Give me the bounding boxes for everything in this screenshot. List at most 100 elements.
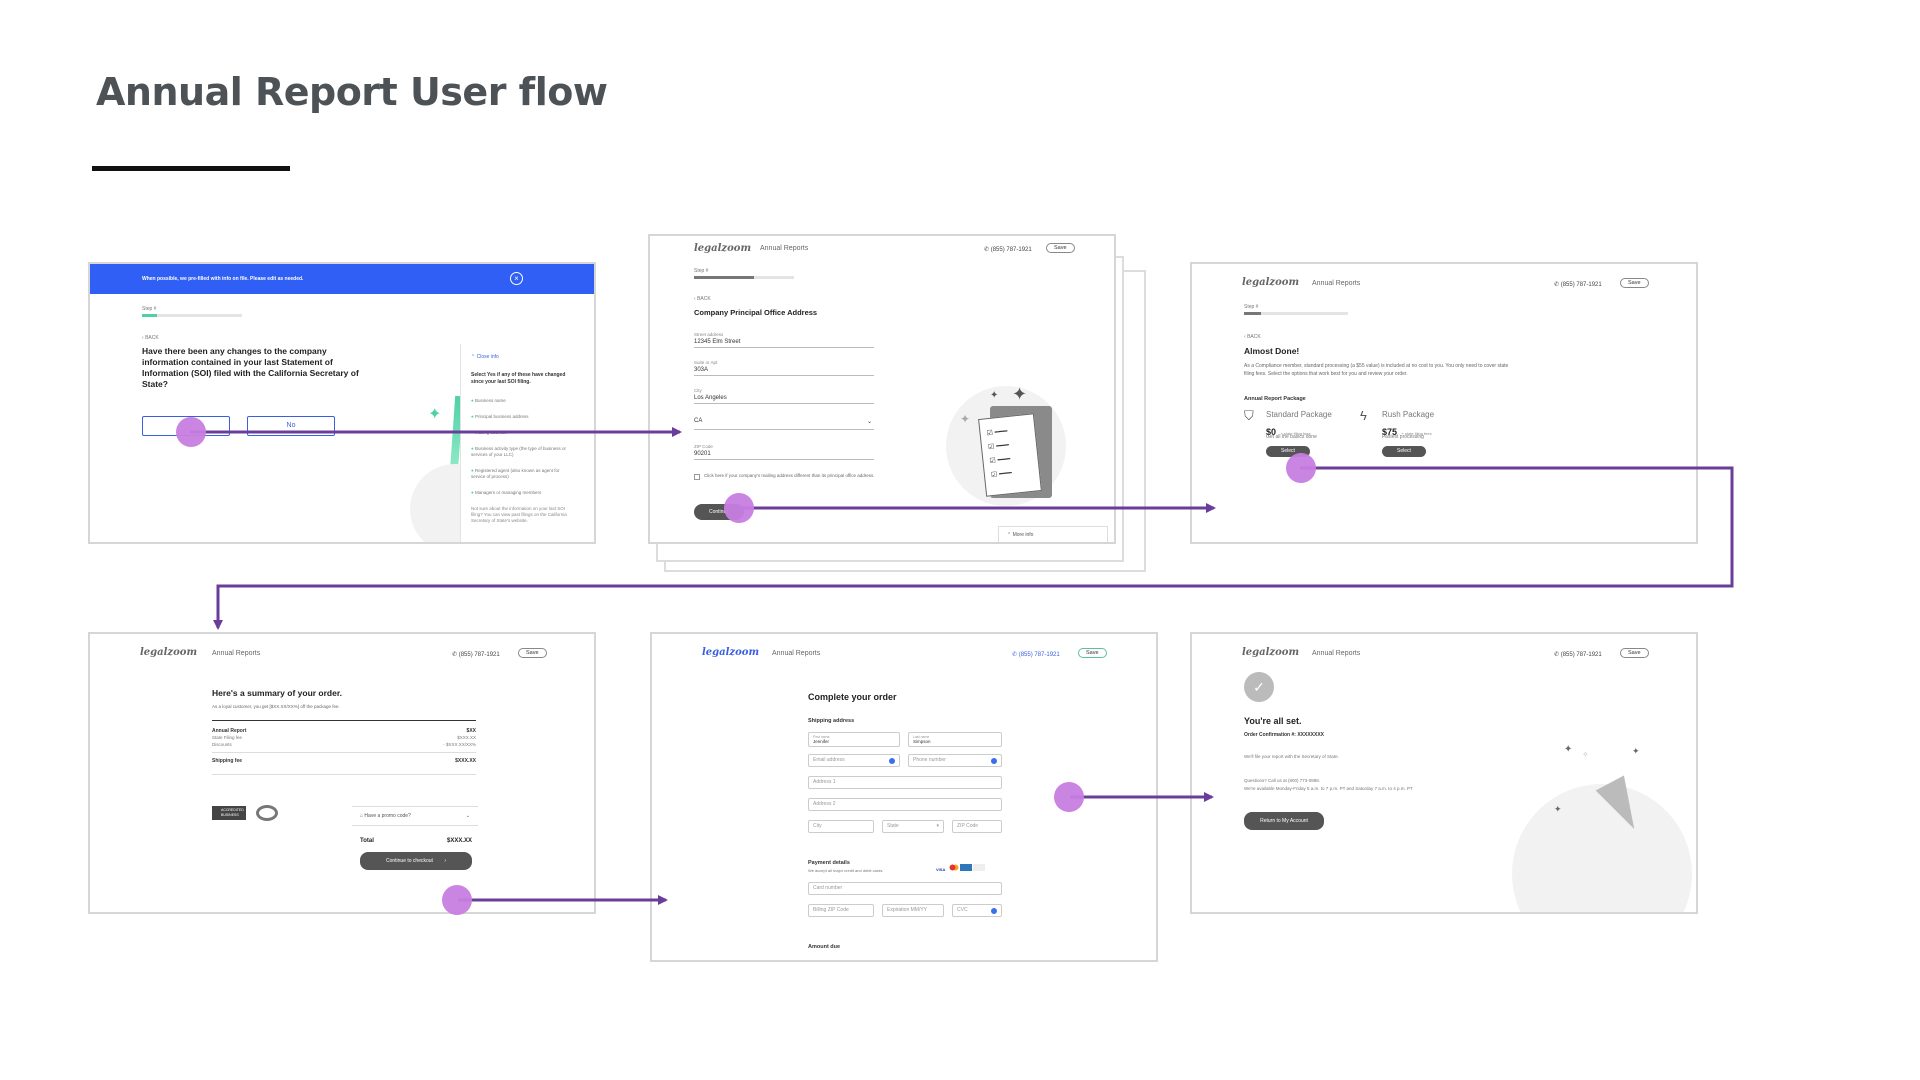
phone-icon: ✆ xyxy=(1012,652,1018,658)
screen-body: As a Compliance member, standard process… xyxy=(1244,363,1509,377)
info-icon[interactable] xyxy=(991,908,997,914)
phone-icon: ✆ xyxy=(452,652,458,658)
step-label: Step # xyxy=(142,306,157,312)
save-button[interactable]: Save xyxy=(1620,648,1649,658)
hotspot-submit-order[interactable] xyxy=(1054,782,1084,812)
phone-number[interactable]: ✆ (855) 787-1921 xyxy=(1554,282,1602,288)
no-button[interactable]: No xyxy=(247,416,335,436)
phone-number[interactable]: ✆ (855) 787-1921 xyxy=(984,247,1032,253)
panel-item: ● Registered agent (also known as agent … xyxy=(471,468,560,479)
page-title: Annual Report User flow xyxy=(96,70,608,114)
back-link[interactable]: ‹ BACK xyxy=(694,296,711,302)
standard-price: $0 xyxy=(1266,427,1277,437)
card-number-input[interactable]: Card number xyxy=(808,882,1002,895)
standard-select-button[interactable]: Select xyxy=(1266,446,1310,457)
panel-item: ● Principal business address xyxy=(471,414,529,419)
amount-due-label: Amount due xyxy=(808,944,841,950)
filing-note: We'll file your report with the Secretar… xyxy=(1244,754,1339,759)
hotspot-checkout-button[interactable] xyxy=(442,885,472,915)
summary-row: Shipping fee$XXX.XX xyxy=(212,758,476,764)
rush-fee-note: + state filing fees xyxy=(1401,431,1432,436)
save-button[interactable]: Save xyxy=(1078,648,1107,658)
confetti-icon: ✧ xyxy=(1582,750,1589,759)
rush-price: $75 xyxy=(1382,427,1398,437)
phone-number[interactable]: ✆ (855) 787-1921 xyxy=(452,652,500,658)
zip-input[interactable]: ZIP Code xyxy=(952,820,1002,833)
hotspot-select-standard[interactable] xyxy=(1286,453,1316,483)
legalzoom-logo: legalzoom xyxy=(1242,277,1300,288)
screen-office-address: legalzoom Annual Reports ✆ (855) 787-192… xyxy=(648,234,1116,544)
hotspot-yes-button[interactable] xyxy=(176,417,206,447)
state-select[interactable]: CA⌄ xyxy=(694,414,874,430)
product-name: Annual Reports xyxy=(772,650,821,657)
chevron-down-icon: ⌄ xyxy=(465,813,470,819)
continue-to-checkout-button[interactable]: Continue to checkout › xyxy=(360,852,472,870)
confetti-icon: ✦ xyxy=(1554,804,1562,814)
back-link[interactable]: ‹ BACK xyxy=(142,335,159,341)
legalzoom-logo: legalzoom xyxy=(1242,647,1300,658)
sparkle-icon: ✦ xyxy=(960,412,971,426)
save-button[interactable]: Save xyxy=(1046,243,1075,253)
back-link[interactable]: ‹ BACK xyxy=(1244,334,1261,340)
panel-intro: Select Yes if any of these have changed … xyxy=(471,372,566,385)
chevron-down-icon: ⌄ xyxy=(866,419,872,425)
info-icon[interactable] xyxy=(991,758,997,764)
title-underline xyxy=(92,166,290,171)
phone-input[interactable]: Phone number xyxy=(908,754,1002,767)
save-button[interactable]: Save xyxy=(1620,278,1649,288)
bbb-badge-icon: ACCREDITED BUSINESS xyxy=(212,806,246,820)
cvc-input[interactable]: CVC xyxy=(952,904,1002,917)
expiration-input[interactable]: Expiration MM/YY xyxy=(882,904,944,917)
close-info-toggle[interactable]: ⌃ Close info xyxy=(471,354,499,360)
phone-number[interactable]: ✆ (855) 787-1921 xyxy=(1554,652,1602,658)
panel-item-list: ● Business name ● Principal business add… xyxy=(471,398,575,506)
card-logos: VISA xyxy=(936,864,986,874)
summary-divider xyxy=(212,774,476,775)
screen-order-summary: legalzoom Annual Reports ✆ (855) 787-192… xyxy=(88,632,596,914)
info-icon[interactable] xyxy=(889,758,895,764)
confetti-icon: ✦ xyxy=(1632,746,1640,756)
screen-heading: Almost Done! xyxy=(1244,346,1300,356)
product-name: Annual Reports xyxy=(1312,650,1361,657)
panel-note: Not sure about the information on your l… xyxy=(471,506,567,523)
city-input[interactable]: City xyxy=(808,820,874,833)
order-confirmation-number: Order Confirmation #: XXXXXXXX xyxy=(1244,732,1325,738)
address1-input[interactable]: Address 1 xyxy=(808,776,1002,789)
step-progress xyxy=(694,276,794,279)
promo-box[interactable]: ⌂ Have a promo code?⌄ xyxy=(352,806,478,826)
banner-text: When possible, we pre-filled with info o… xyxy=(142,276,304,282)
phone-number[interactable]: ✆ (855) 787-1921 xyxy=(1012,652,1060,658)
state-select[interactable]: State▾ xyxy=(882,820,944,833)
return-to-account-button[interactable]: Return to My Account xyxy=(1244,812,1324,830)
rush-price-line: $75 + state filing fees xyxy=(1382,422,1432,440)
standard-fee-note: + state filing fees xyxy=(1280,431,1311,436)
phone-icon: ✆ xyxy=(984,247,990,253)
screen-heading: You're all set. xyxy=(1244,716,1302,726)
rush-select-button[interactable]: Select xyxy=(1382,446,1426,457)
more-info-bar[interactable]: ⌃ More info xyxy=(998,526,1108,542)
address2-input[interactable]: Address 2 xyxy=(808,798,1002,811)
mailing-checkbox[interactable] xyxy=(694,474,700,480)
sparkle-icon: ✦ xyxy=(1012,384,1028,404)
mastercard-icon xyxy=(949,864,960,871)
hotspot-continue-button[interactable] xyxy=(724,493,754,523)
package-label: Annual Report Package xyxy=(1244,396,1306,402)
checklist-paper-icon: ☑ ━━━☑ ━━━☑ ━━━☑ ━━━ xyxy=(978,413,1042,497)
billing-zip-input[interactable]: Billing ZIP Code xyxy=(808,904,874,917)
summary-row: State Filing fee$XXX.XX xyxy=(212,735,476,740)
screen-almost-done: legalzoom Annual Reports ✆ (855) 787-192… xyxy=(1190,262,1698,544)
step-progress xyxy=(1244,312,1348,315)
sparkle-icon: ✦ xyxy=(990,390,999,401)
save-button[interactable]: Save xyxy=(518,648,547,658)
step-label: Step # xyxy=(1244,304,1259,310)
screen-heading: Here's a summary of your order. xyxy=(212,688,343,698)
close-icon[interactable]: × xyxy=(510,272,523,285)
product-name: Annual Reports xyxy=(760,245,809,252)
email-input[interactable]: Email address xyxy=(808,754,900,767)
